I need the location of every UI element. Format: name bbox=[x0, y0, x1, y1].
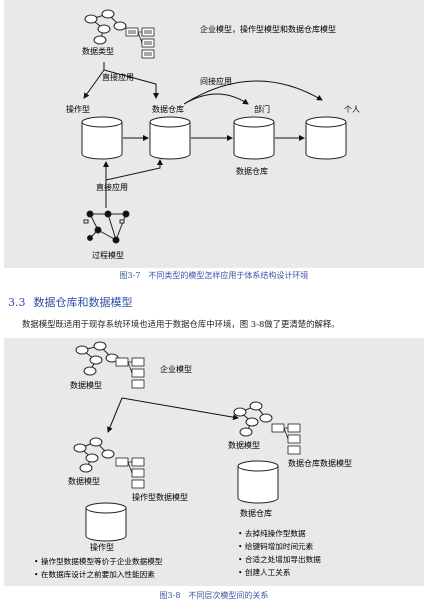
process-model-label: 过程模型 bbox=[92, 250, 124, 260]
data-type-label: 数据类型 bbox=[82, 46, 114, 56]
top-tables-icon bbox=[115, 357, 145, 389]
dw-label: 数据仓库 bbox=[152, 104, 184, 114]
right-data-model-bubbles-icon bbox=[233, 401, 273, 437]
individual-label: 个人 bbox=[344, 105, 360, 114]
dw-label: 数据仓库 bbox=[240, 508, 272, 518]
dw-db-icon bbox=[237, 460, 279, 504]
left-bullet-2: • 在数据库设计之前要加入性能因素 bbox=[34, 569, 155, 579]
right-bullet-2: • 给键码增加时间元素 bbox=[238, 541, 314, 551]
right-data-model-label: 数据模型 bbox=[228, 440, 260, 450]
body-paragraph: 数据模型既适用于现存系统环境也适用于数据仓库中环境，图 3-8做了更清楚的解释。 bbox=[22, 319, 340, 329]
direct-apply-top-label: 直接应用 bbox=[102, 72, 134, 82]
left-data-model-label: 数据模型 bbox=[68, 476, 100, 486]
dw-db-icon bbox=[149, 116, 191, 160]
figure-3-7-diagram: 数据类型 企业模型，操作型模型和数据仓库模型 直接应用 间接应用 操作型 数据仓… bbox=[66, 9, 360, 260]
operational-label: 操作型 bbox=[66, 104, 90, 114]
direct-apply-bottom-label: 直接应用 bbox=[96, 182, 128, 192]
right-bullet-1: • 去掉纯操作型数据 bbox=[238, 528, 306, 538]
top-data-model-label: 数据模型 bbox=[70, 380, 102, 390]
top-data-model-bubbles-icon bbox=[75, 341, 119, 376]
left-bullet-1: • 操作型数据模型等价于企业数据模型 bbox=[34, 556, 163, 566]
left-tables-icon bbox=[115, 457, 145, 489]
figure-3-8-diagram: 数据模型 企业模型 数据模型 操作型数据模型 bbox=[34, 341, 352, 579]
data-type-tables-icon bbox=[125, 27, 155, 59]
data-type-bubbles-icon bbox=[84, 9, 127, 45]
enterprise-model-label: 企业模型 bbox=[160, 364, 192, 374]
right-bullet-list: • 去掉纯操作型数据 • 给键码增加时间元素 • 合适之处增加导出数据 • 创建… bbox=[238, 528, 321, 577]
operational-db-icon bbox=[81, 116, 123, 160]
figure-3-8: 数据模型 企业模型 数据模型 操作型数据模型 bbox=[4, 338, 424, 586]
right-bullet-3: • 合适之处增加导出数据 bbox=[238, 554, 321, 564]
operational-db-icon bbox=[85, 502, 127, 542]
right-bullet-4: • 创建人工关系 bbox=[238, 567, 291, 577]
left-data-model-bubbles-icon bbox=[73, 437, 115, 473]
left-bullet-list: • 操作型数据模型等价于企业数据模型 • 在数据库设计之前要加入性能因素 bbox=[34, 556, 163, 579]
right-tables-icon bbox=[271, 423, 301, 455]
individual-db-icon bbox=[305, 116, 347, 160]
figure-3-8-caption: 图3-8 不同层次模型间的关系 bbox=[159, 591, 269, 600]
figure-3-7-caption: 图3-7 不同类型的模型怎样应用于体系结构设计环境 bbox=[119, 271, 309, 280]
department-db-icon bbox=[233, 116, 275, 160]
operational-data-model-label: 操作型数据模型 bbox=[132, 492, 188, 502]
department-label: 部门 bbox=[254, 104, 270, 114]
section-title: 数据仓库和数据模型 bbox=[33, 296, 133, 309]
section-heading: 3.3 数据仓库和数据模型 bbox=[8, 294, 133, 310]
enterprise-note-label: 企业模型，操作型模型和数据仓库模型 bbox=[200, 24, 336, 34]
section-number: 3.3 bbox=[8, 296, 26, 309]
dw-data-model-label: 数据仓库数据模型 bbox=[288, 458, 352, 468]
process-model-network-icon bbox=[83, 210, 130, 244]
operational-label: 操作型 bbox=[90, 542, 114, 552]
dw-bottom-label: 数据仓库 bbox=[236, 166, 268, 176]
figure-3-7: 数据类型 企业模型，操作型模型和数据仓库模型 直接应用 间接应用 操作型 数据仓… bbox=[4, 0, 424, 268]
indirect-apply-label: 间接应用 bbox=[200, 76, 232, 86]
